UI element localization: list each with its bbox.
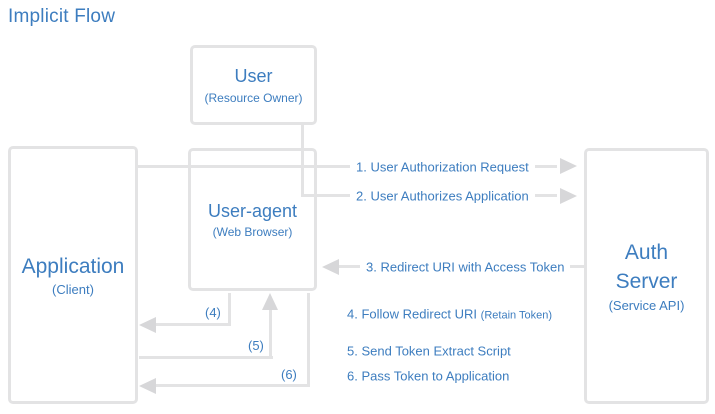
auth-server-box-title: Auth Server <box>615 241 678 293</box>
flow-line-5 <box>139 356 273 359</box>
arrow-left-icon <box>139 378 156 394</box>
arrow-left-icon <box>322 259 339 275</box>
flow-line-4 <box>153 323 231 326</box>
page-title: Implicit Flow <box>8 6 116 27</box>
step-6-label: 6. Pass Token to Application <box>341 368 516 384</box>
arrow-right-icon <box>560 188 577 204</box>
flow-line-6-vertical <box>307 293 310 387</box>
step-3-label: 3. Redirect URI with Access Token <box>360 259 571 275</box>
arrow-up-icon <box>262 293 278 310</box>
flow-line-1 <box>138 165 557 168</box>
arrow-left-icon <box>139 317 156 333</box>
step-1-label: 1. User Authorization Request <box>350 159 535 175</box>
flow-line-4-vertical <box>228 293 231 326</box>
user-box-subtitle: (Resource Owner) <box>204 90 303 105</box>
marker-4-label: (4) <box>202 305 224 320</box>
application-box-title: Application <box>21 254 125 278</box>
auth-server-box-subtitle: (Service API) <box>608 297 685 313</box>
marker-6-label: (6) <box>278 367 300 382</box>
user-agent-box: User-agent (Web Browser) <box>188 148 317 291</box>
flow-line-6 <box>153 384 310 387</box>
marker-5-label: (5) <box>245 338 267 353</box>
user-agent-box-title: User-agent <box>207 200 298 221</box>
user-agent-box-subtitle: (Web Browser) <box>212 225 293 240</box>
flow-line-2-vertical <box>301 125 304 197</box>
application-box: Application (Client) <box>8 146 138 404</box>
step-4-label: 4. Follow Redirect URI (Retain Token) <box>341 306 559 322</box>
application-box-subtitle: (Client) <box>52 282 94 298</box>
user-box-title: User <box>234 66 273 87</box>
step-5-label: 5. Send Token Extract Script <box>341 343 517 359</box>
auth-server-box: Auth Server (Service API) <box>584 148 709 404</box>
step-4-note: (Retain Token) <box>480 309 553 322</box>
user-box: User (Resource Owner) <box>190 45 317 125</box>
arrow-right-icon <box>560 158 577 174</box>
step-2-label: 2. User Authorizes Application <box>350 188 535 204</box>
flow-line-5-vertical <box>269 305 272 359</box>
